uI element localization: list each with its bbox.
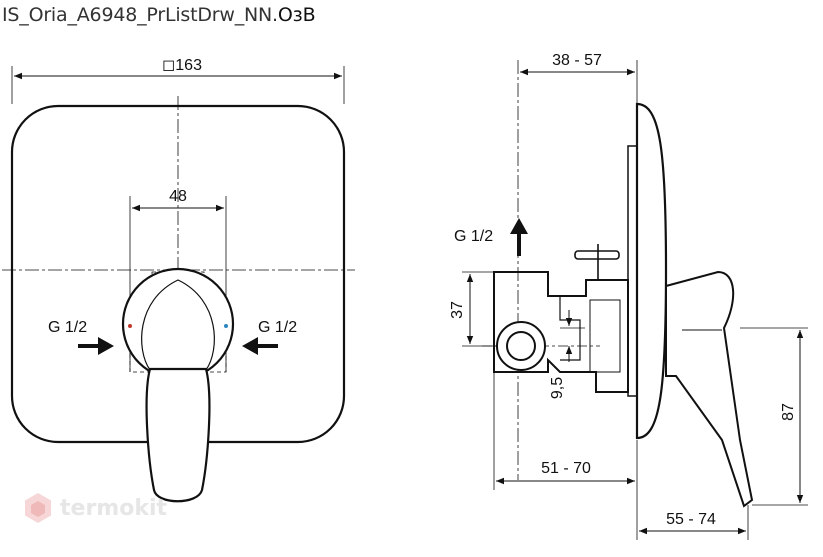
side-dimension-51-70: 51 - 70 <box>541 460 591 477</box>
lever-inner-contour <box>141 279 215 371</box>
watermark-text: termokit <box>60 495 168 521</box>
front-right-inlet-label: G 1/2 <box>258 319 297 336</box>
mixer-lever <box>145 367 211 503</box>
side-lever-handle <box>665 270 754 508</box>
valve-body <box>493 271 629 393</box>
plate-flange <box>627 145 638 397</box>
hot-indicator <box>128 324 132 328</box>
side-dimension-55-74: 55 - 74 <box>666 511 716 528</box>
inlet-connection-inner <box>506 331 536 361</box>
watermark: termokit <box>24 492 167 524</box>
front-lever-dimension: 48 <box>169 188 187 205</box>
side-dimension-38-57: 38 - 57 <box>552 52 602 69</box>
side-cover-plate <box>635 102 668 440</box>
side-dimension-87: 87 <box>780 403 797 421</box>
front-width-dimension: ◻163 <box>162 57 202 74</box>
side-view <box>462 60 808 540</box>
stop-pin <box>574 250 620 260</box>
inlet-connection-outer <box>496 321 546 371</box>
drawing-title-suffix: ОзВ <box>277 4 316 26</box>
side-inlet-label: G 1/2 <box>454 228 493 245</box>
drawing-title: IS_Oria_A6948_PrListDrw_NN.ОзВ <box>2 4 316 26</box>
side-dimension-37: 37 <box>449 301 466 319</box>
side-dimension-9-5: 9,5 <box>549 377 566 399</box>
front-view <box>2 66 355 503</box>
hexagon-logo-icon <box>25 493 51 523</box>
cold-indicator <box>224 324 228 328</box>
drawing-title-main: IS_Oria_A6948_PrListDrw_NN. <box>2 4 278 26</box>
mixer-knob <box>121 267 235 381</box>
front-left-inlet-label: G 1/2 <box>48 319 87 336</box>
